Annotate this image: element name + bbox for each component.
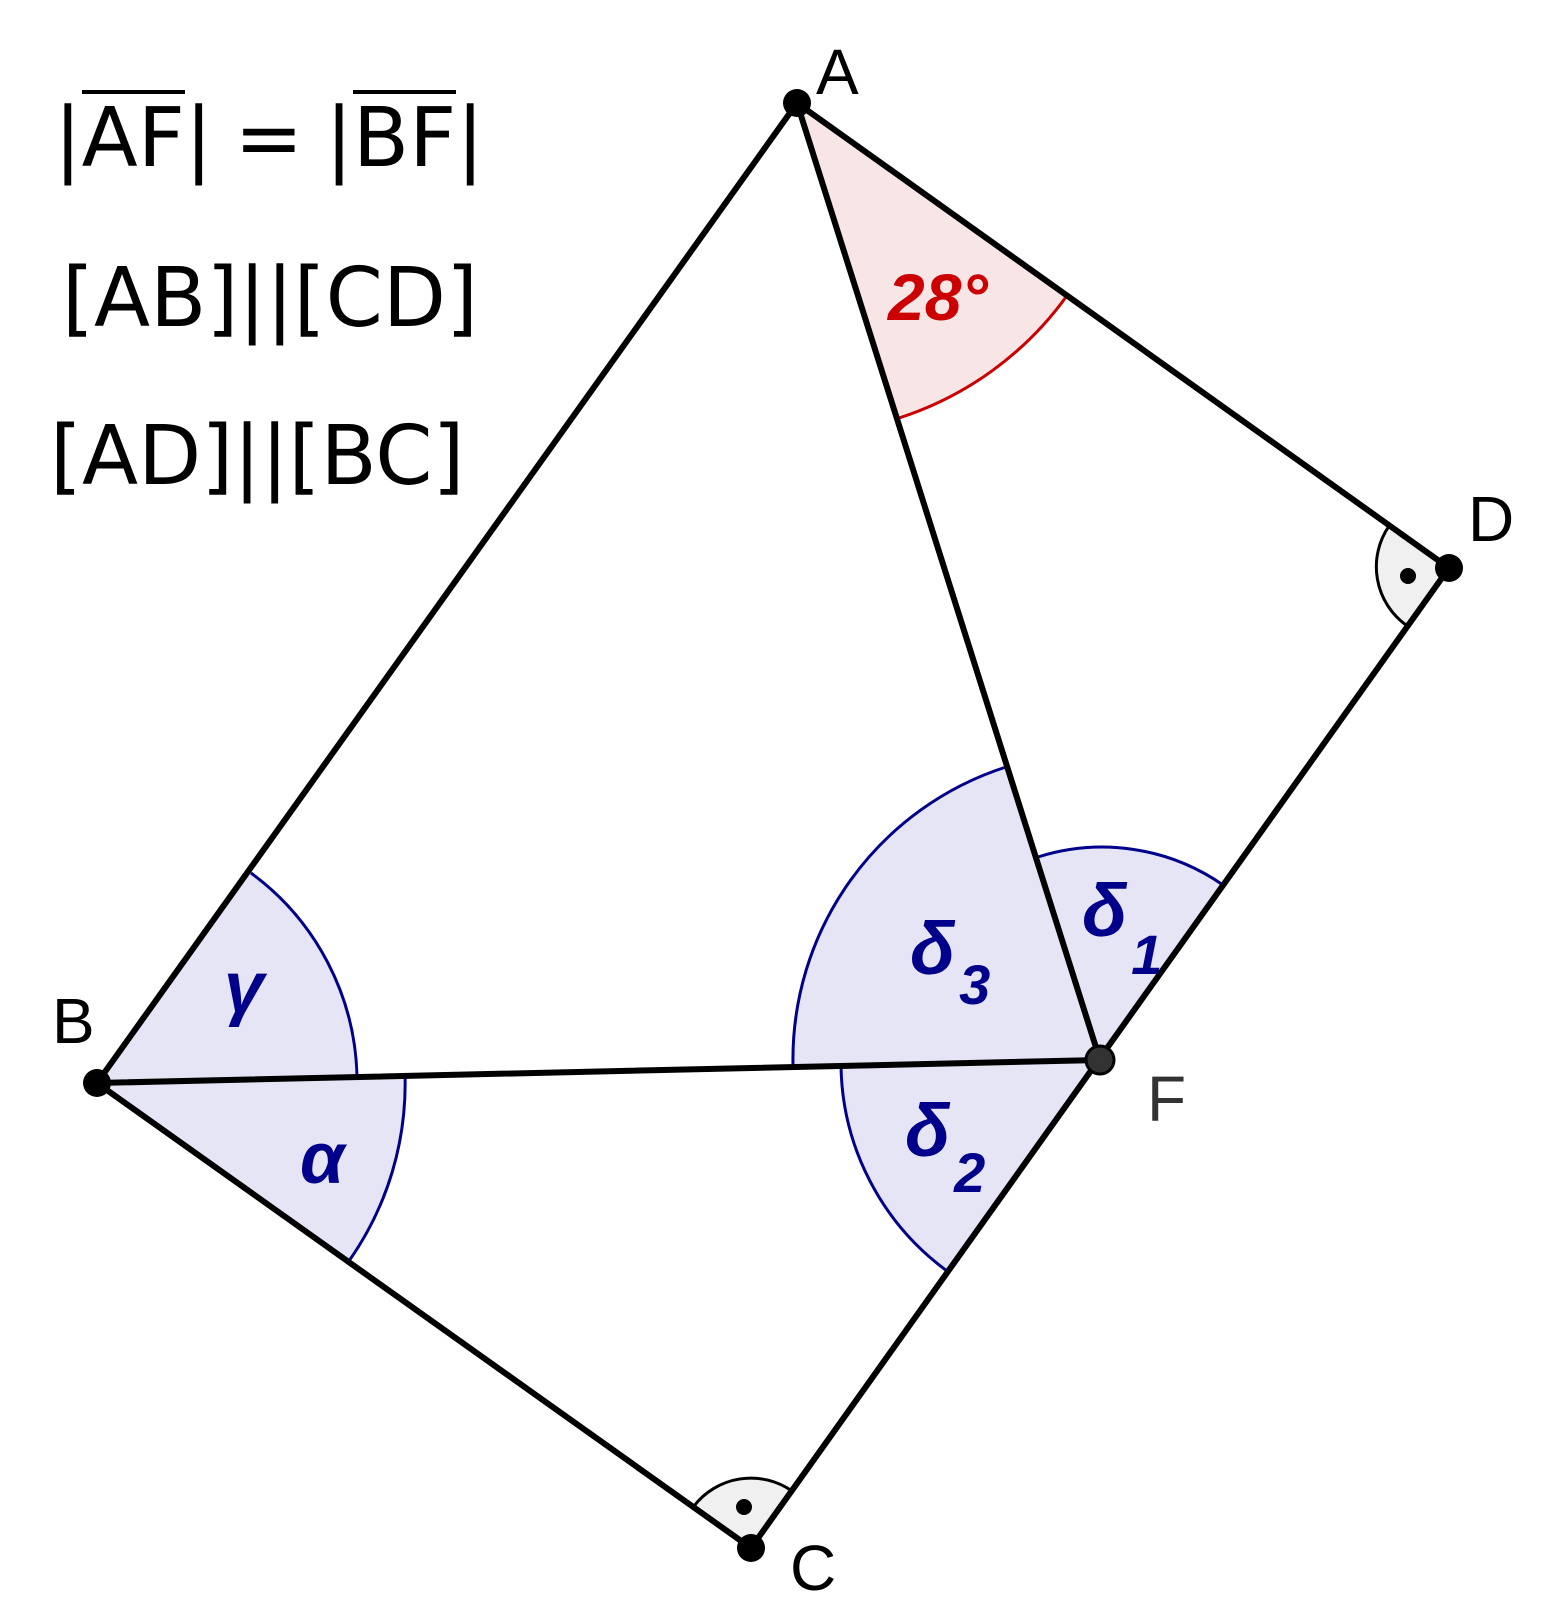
condition-equal-lengths: |AF|=|BF|	[54, 90, 484, 180]
overline	[81, 90, 185, 94]
angle-alpha-sector	[97, 1074, 406, 1261]
segment-ab	[94, 100, 800, 1086]
angle-28-arc	[898, 296, 1068, 420]
right-angle-arc-d	[1374, 525, 1407, 627]
point-label-b: B	[52, 985, 95, 1057]
angle-gamma-sector	[97, 873, 357, 1083]
angle-delta3-sector	[792, 767, 1100, 1065]
angle-delta2-arc	[839, 1065, 948, 1273]
segment-af-text: AF	[81, 91, 185, 186]
condition-ad-parallel-bc: [AD]||[BC]	[50, 409, 465, 504]
segment-af-overline: AF	[81, 90, 185, 180]
angle-label-28: 28°	[886, 260, 988, 334]
angle-gamma-arc	[250, 871, 359, 1077]
point-a[interactable]	[783, 89, 811, 117]
angle-label-delta2: δ2	[905, 1089, 985, 1204]
point-b[interactable]	[83, 1069, 111, 1097]
abs-bar: |	[456, 91, 484, 186]
point-f[interactable]	[1084, 1044, 1116, 1076]
abs-bar: |	[54, 91, 82, 186]
segment-bf-text: BF	[352, 91, 457, 186]
segment-ad	[794, 100, 1452, 571]
point-label-c: C	[790, 1532, 836, 1604]
angle-28-sector	[797, 103, 1066, 418]
angle-delta2-sector	[841, 1060, 1100, 1271]
delta1-index: 1	[1131, 923, 1162, 986]
equals-sign: =	[234, 91, 304, 186]
angle-label-gamma: γ	[224, 948, 268, 1028]
angle-label-delta3: δ3	[910, 907, 990, 1016]
angle-alpha-arc	[347, 1073, 407, 1262]
segment-bc	[94, 1080, 754, 1551]
right-angle-arc-c	[692, 1476, 793, 1507]
angle-label-alpha: α	[300, 1119, 348, 1199]
segment-bf	[94, 1057, 1103, 1086]
delta1-symbol: δ	[1082, 869, 1128, 952]
abs-bar: |	[325, 91, 353, 186]
point-label-d: D	[1468, 483, 1514, 555]
point-d[interactable]	[1435, 554, 1463, 582]
point-c[interactable]	[737, 1534, 765, 1562]
abs-bar: |	[184, 91, 213, 186]
overline	[352, 90, 457, 94]
delta2-index: 2	[953, 1141, 985, 1204]
delta2-symbol: δ	[905, 1089, 951, 1172]
right-angle-dot-c	[736, 1499, 752, 1515]
segment-af	[794, 100, 1103, 1063]
point-label-a: A	[816, 36, 859, 108]
right-angle-dot-d	[1400, 568, 1416, 584]
angle-label-delta1: δ1	[1082, 869, 1162, 986]
point-label-f: F	[1147, 1063, 1186, 1135]
delta3-symbol: δ	[910, 907, 956, 990]
angle-delta3-arc	[791, 765, 1007, 1066]
segment-bf-overline: BF	[352, 90, 457, 180]
condition-ab-parallel-cd: [AB]||[CD]	[62, 251, 478, 346]
angle-delta1-arc	[1037, 845, 1224, 887]
delta3-index: 3	[959, 953, 990, 1016]
